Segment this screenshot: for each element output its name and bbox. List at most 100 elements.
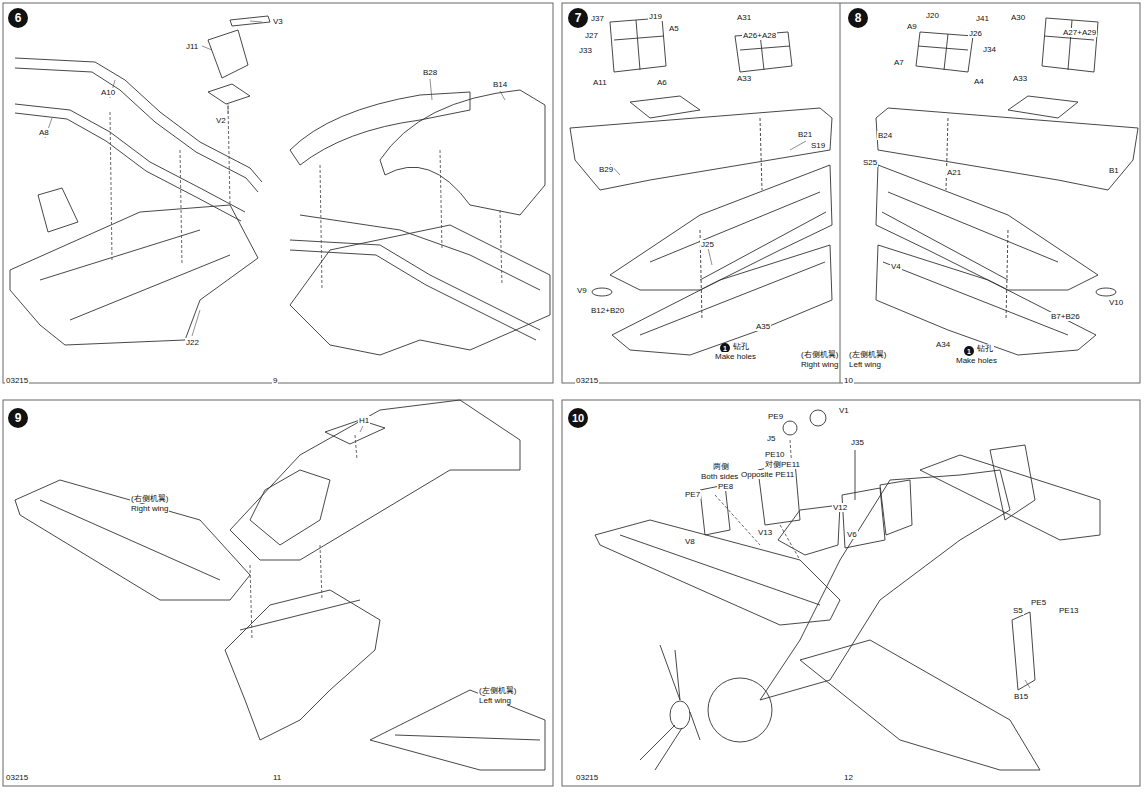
part-label: V2 — [215, 116, 227, 125]
part-label: A10 — [100, 88, 116, 97]
part-label: PE13 — [1058, 606, 1080, 615]
part-label: V13 — [757, 528, 773, 537]
line-art — [3, 3, 553, 383]
part-label: A31 — [736, 13, 752, 22]
line-art — [250, 435, 357, 640]
line-art — [320, 545, 322, 600]
line-art — [620, 535, 820, 605]
part-label: V4 — [890, 262, 902, 271]
line-art — [180, 150, 182, 265]
line-art — [10, 16, 550, 355]
part-label: A26+A28 — [742, 31, 777, 40]
step-text: 9 — [15, 411, 22, 425]
line-art — [595, 520, 840, 625]
line-art — [440, 150, 442, 250]
part-label: Both sides — [700, 472, 739, 481]
part-label: B24 — [877, 131, 893, 140]
part-label: B7+B26 — [1050, 312, 1081, 321]
part-label: A9 — [906, 22, 918, 31]
line-art — [40, 230, 200, 280]
line-art — [430, 79, 432, 100]
line-art — [250, 565, 252, 640]
page-number: 03215 — [575, 376, 599, 385]
part-label: B21 — [797, 130, 813, 139]
part-label: B15 — [1013, 692, 1029, 701]
line-art — [1025, 680, 1030, 688]
line-art — [380, 90, 545, 215]
line-art — [3, 3, 1140, 786]
part-label: H1 — [358, 416, 370, 425]
page-number: 11 — [272, 773, 282, 782]
line-art — [570, 18, 832, 355]
line-art — [760, 470, 1010, 700]
part-label: J25 — [700, 240, 715, 249]
step-text: 1 — [723, 345, 727, 352]
line-art — [15, 68, 258, 192]
part-label: A30 — [1010, 13, 1026, 22]
line-art — [842, 488, 885, 548]
line-art — [250, 21, 262, 22]
part-label: (右侧机翼) — [130, 494, 169, 503]
part-label: J37 — [590, 14, 605, 23]
line-art — [3, 400, 553, 786]
part-label: J11 — [185, 42, 199, 51]
line-art — [360, 426, 363, 432]
part-label: S5 — [1012, 606, 1024, 615]
line-art — [500, 91, 505, 100]
line-art — [855, 450, 856, 500]
part-label: A11 — [592, 78, 608, 87]
line-art — [562, 400, 1140, 786]
step-text: 10 — [572, 412, 584, 424]
part-label: J26 — [968, 29, 983, 38]
line-art — [840, 3, 841, 383]
part-label: Left wing — [478, 696, 512, 705]
part-label: A8 — [38, 128, 50, 137]
line-art — [15, 113, 241, 221]
line-art — [320, 165, 322, 290]
step-text: 8 — [855, 11, 862, 25]
line-art — [790, 141, 806, 150]
part-label: Make holes — [714, 352, 757, 361]
line-art — [355, 435, 357, 460]
page-number: 03215 — [575, 773, 599, 782]
part-label: A33 — [736, 74, 752, 83]
line-art — [290, 225, 550, 355]
part-label: 两侧 — [712, 462, 730, 471]
line-art — [660, 645, 680, 700]
line-art — [290, 240, 540, 330]
part-label: V6 — [846, 530, 858, 539]
part-label: B12+B20 — [590, 306, 625, 315]
line-art — [783, 421, 797, 435]
step-number: 10 — [568, 408, 588, 428]
part-label: J34 — [982, 45, 997, 54]
line-art — [110, 106, 502, 290]
part-label: S25 — [862, 158, 878, 167]
line-art — [880, 480, 912, 535]
step-text: 1 — [967, 348, 971, 355]
part-label: Make holes — [955, 356, 998, 365]
part-label: A7 — [893, 58, 905, 67]
line-art — [500, 210, 502, 285]
part-label: Right wing — [130, 504, 169, 513]
part-label: Opposite PE11 — [740, 470, 795, 479]
part-label: J35 — [850, 438, 865, 447]
page-number: 03215 — [5, 376, 29, 385]
line-art — [15, 400, 1100, 770]
part-label: B28 — [422, 68, 438, 77]
line-art — [708, 248, 712, 265]
part-label: J27 — [584, 31, 599, 40]
line-art — [10, 205, 258, 345]
step-text: 7 — [575, 11, 582, 25]
part-label: A6 — [656, 78, 668, 87]
part-label: A5 — [668, 24, 680, 33]
line-art — [708, 678, 772, 742]
line-art — [202, 46, 212, 50]
part-label: A21 — [946, 168, 962, 177]
part-label: (左侧机翼) — [848, 350, 887, 359]
line-art — [780, 525, 800, 560]
line-art — [225, 590, 380, 740]
part-label: V10 — [1108, 298, 1124, 307]
line-art — [800, 640, 1040, 770]
part-label: V12 — [832, 503, 848, 512]
